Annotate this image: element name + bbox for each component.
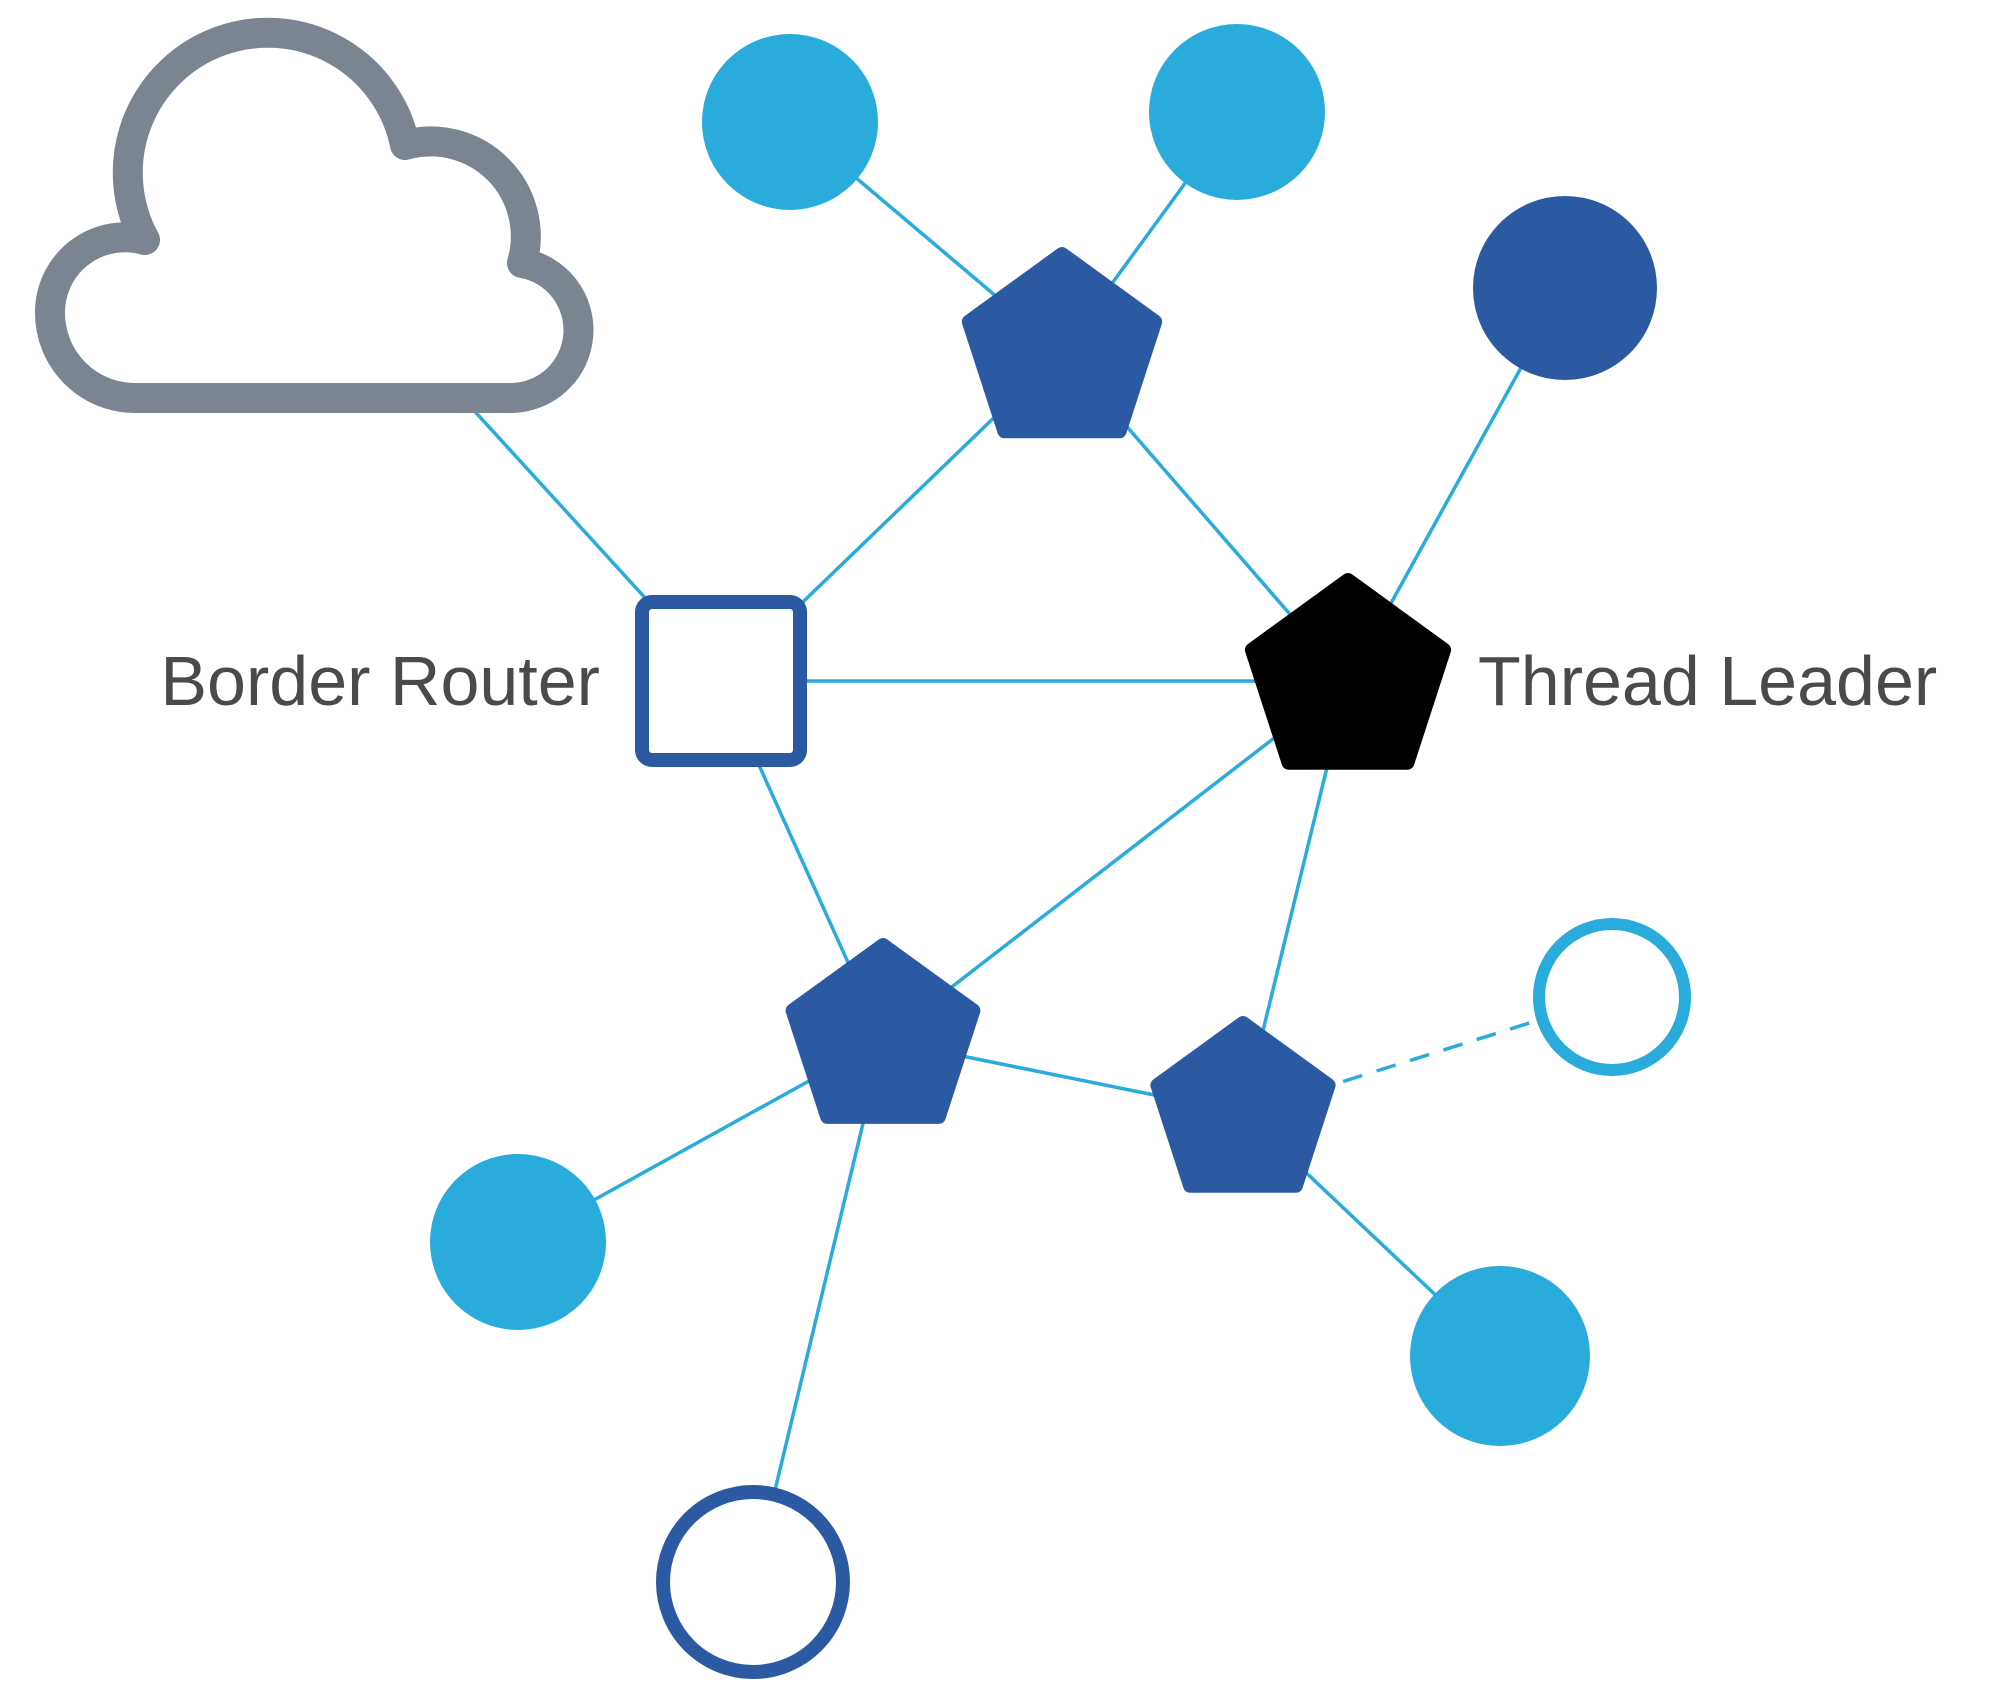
border-router-label: Border Router [160,642,600,720]
thread-leader-node [1244,573,1452,770]
end-device-top-right [1473,196,1657,380]
end-device-top-middle [1149,24,1325,200]
sleepy-end-device-bottom [656,1485,850,1679]
router-node-lower-left [785,938,981,1124]
end-device-top-left [702,34,878,210]
end-device-bottom-left [430,1154,606,1330]
router-node-lower-right [1150,1016,1336,1193]
cloud-icon [34,17,594,413]
link-thread-leader--router-left [881,679,1350,1042]
sleepy-end-device-right [1533,918,1691,1076]
end-device-bottom-right [1410,1266,1590,1446]
router-node-top [961,247,1163,439]
nodes-layer [34,17,1691,1679]
thread-leader-label: Thread Leader [1478,642,1937,720]
border-router-node [635,595,807,767]
